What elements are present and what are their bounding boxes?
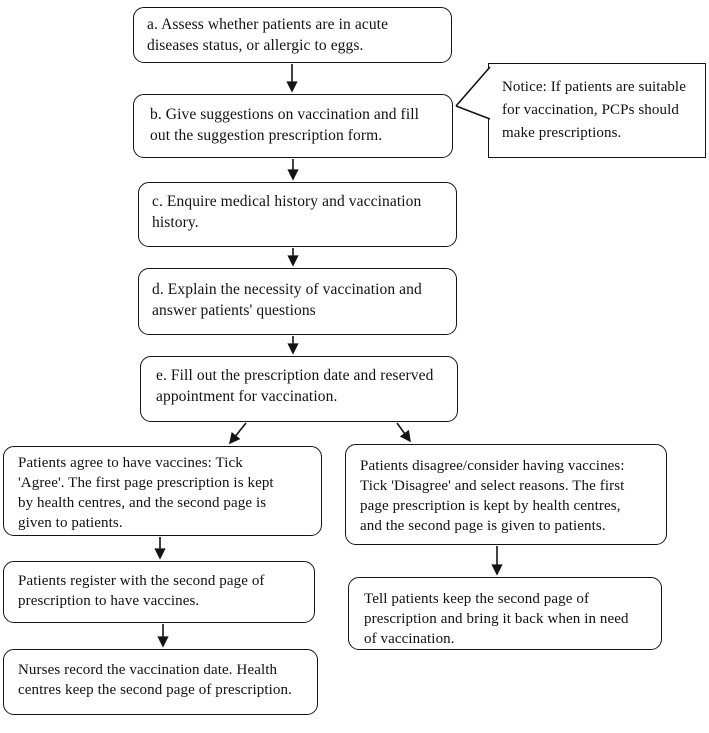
flow-node-nurses: Nurses record the vaccination date. Heal… [3,649,318,715]
flow-node-disagree: Patients disagree/consider having vaccin… [345,444,667,545]
flow-node-step-c: c. Enquire medical history and vaccinati… [138,182,457,247]
notice-tail-upper-edge [455,66,491,107]
notice-tail-fill [456,67,491,119]
flow-node-step-e: e. Fill out the prescription date and re… [140,356,458,422]
flow-node-step-d: d. Explain the necessity of vaccination … [138,268,457,335]
flow-node-step-a: a. Assess whether patients are in acute … [133,7,452,63]
flow-node-register: Patients register with the second page o… [3,561,315,623]
arrow-e-to-disagree [396,422,411,443]
notice-callout: Notice: If patients are suitable for vac… [488,63,706,158]
flow-node-tell: Tell patients keep the second page of pr… [348,577,662,650]
arrow-e-to-agree [229,422,247,445]
flow-node-step-b: b. Give suggestions on vaccination and f… [133,94,453,158]
notice-tail-lower-edge [455,105,491,120]
flow-node-agree: Patients agree to have vaccines: Tick 'A… [3,446,322,536]
